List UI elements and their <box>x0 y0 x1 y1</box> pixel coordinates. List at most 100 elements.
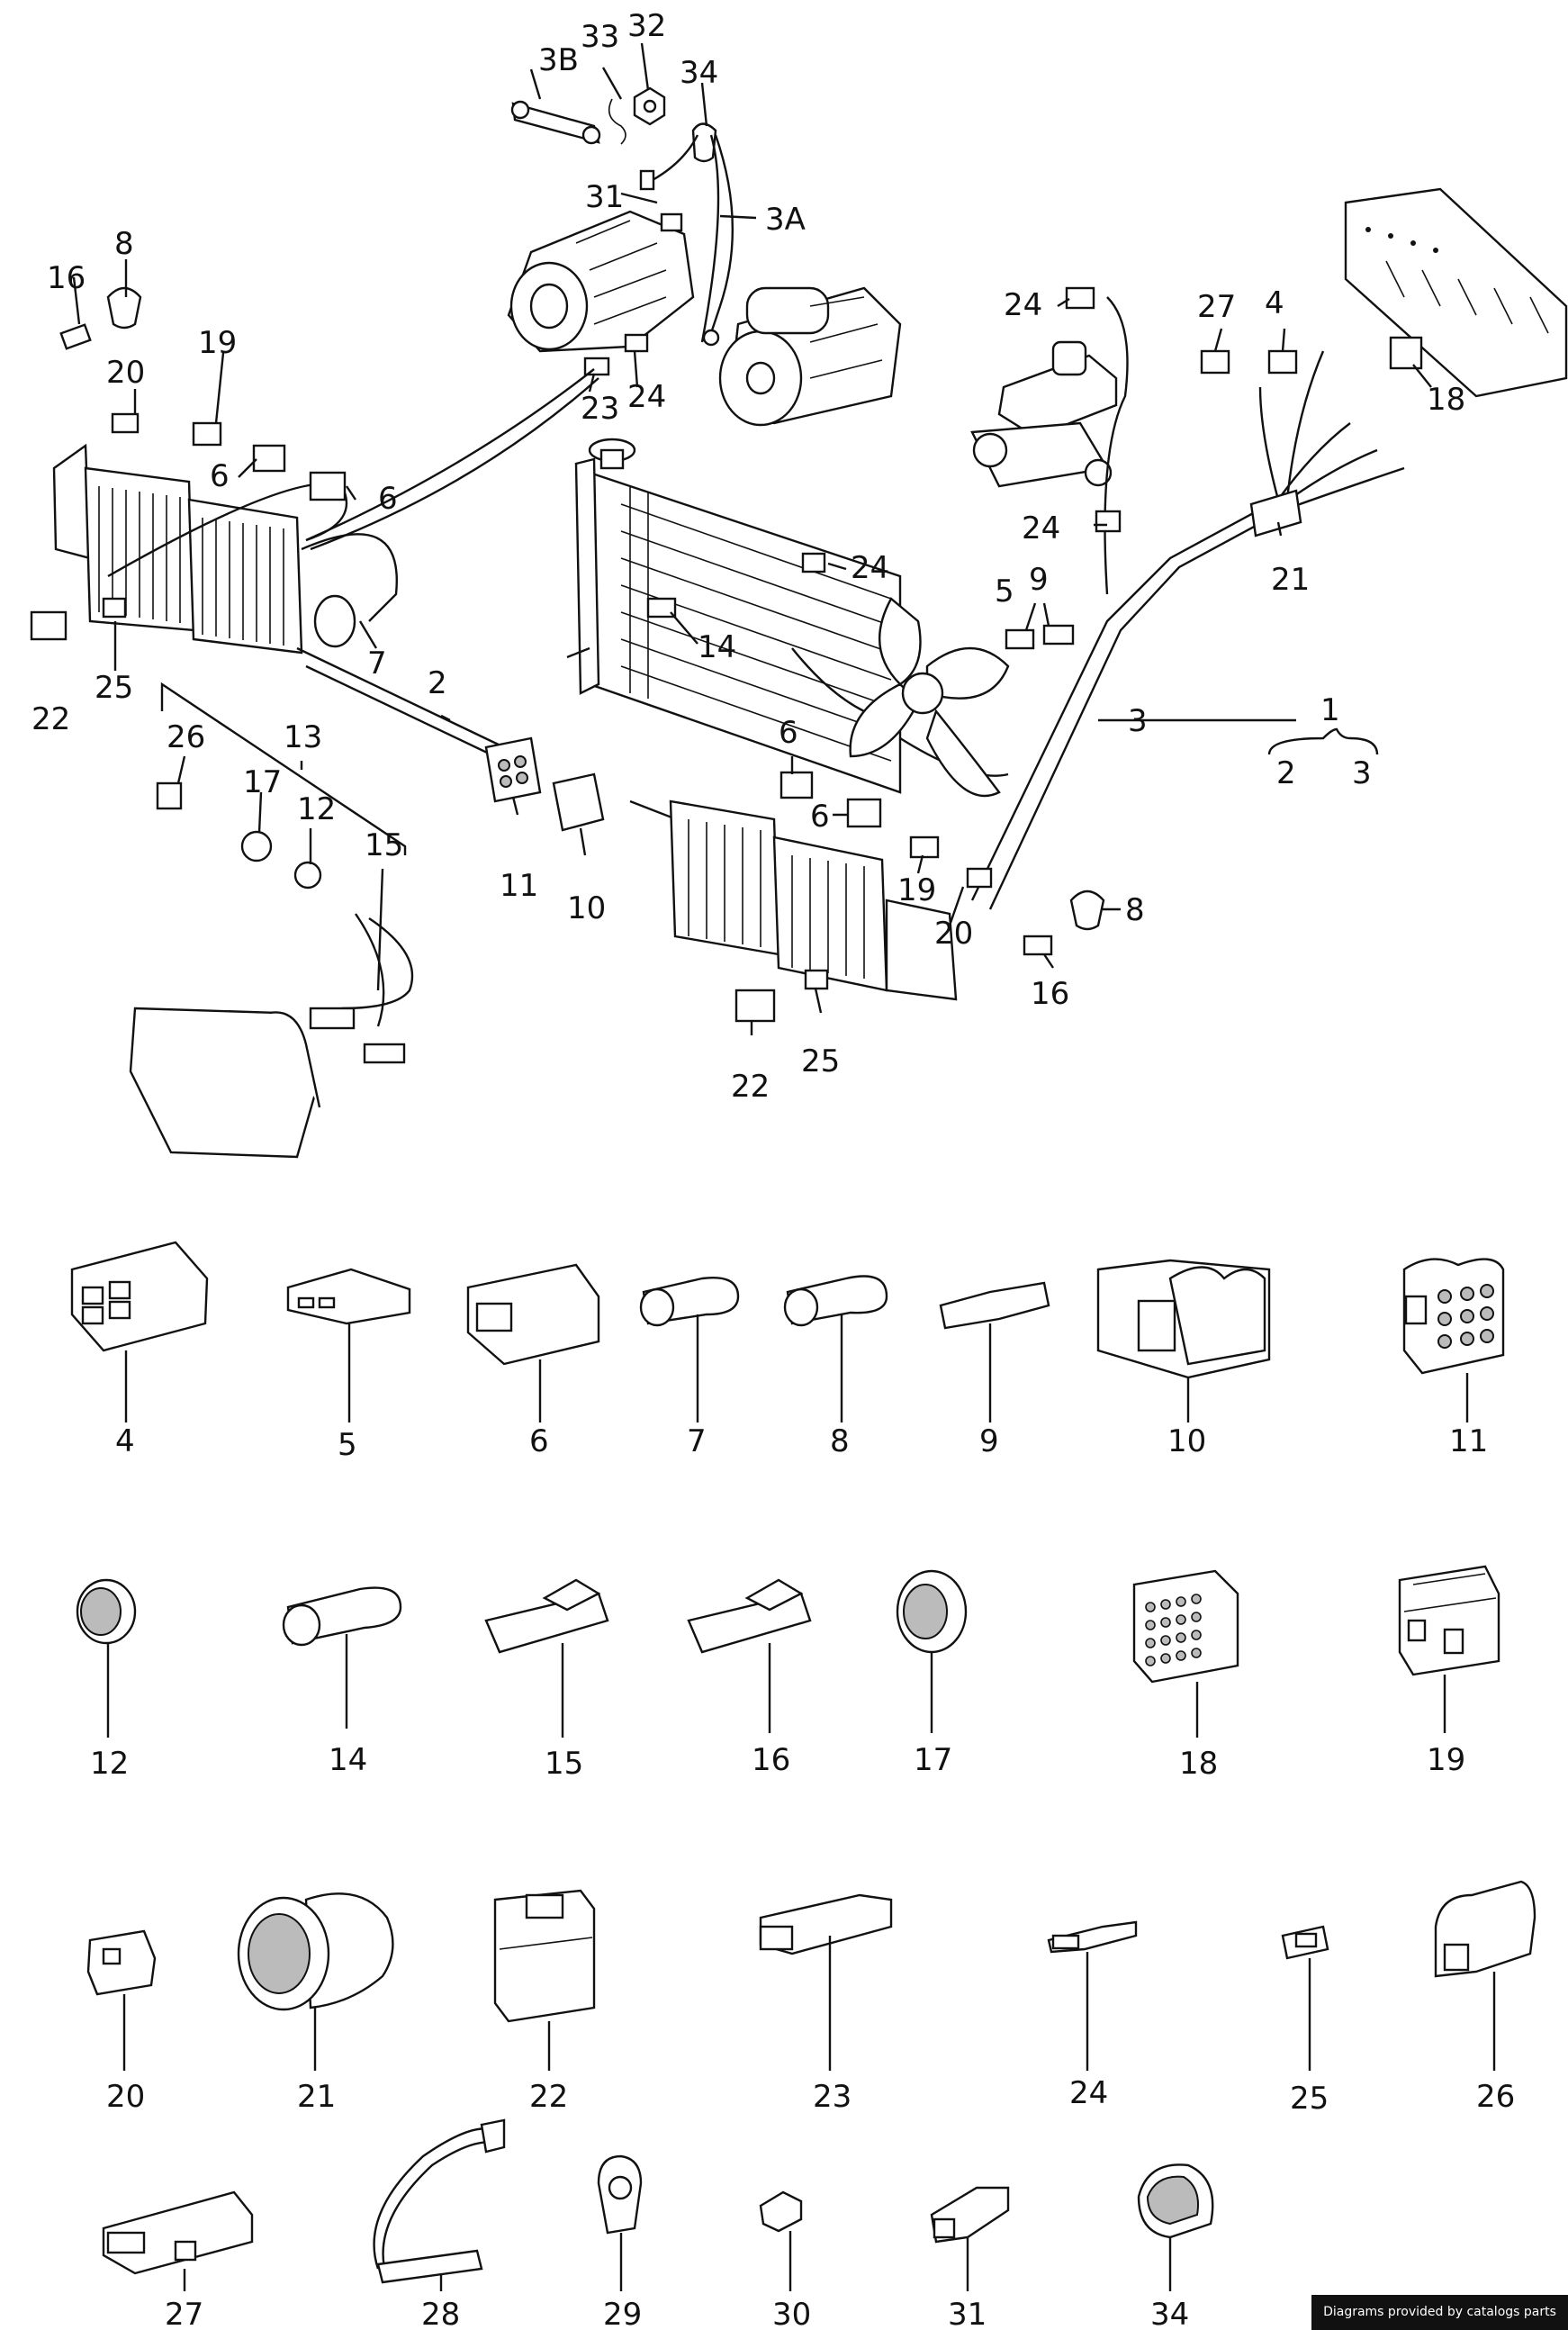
legend-part-5: 5 <box>286 1268 411 1463</box>
connector-19-left <box>192 421 222 447</box>
callout-6b-left: 6 <box>378 481 398 517</box>
legend-label-15: 15 <box>545 1746 583 1782</box>
callout-32: 32 <box>627 8 666 44</box>
legend-label-17: 17 <box>914 1742 952 1778</box>
legend-part-30: 30 <box>759 2190 811 2330</box>
legend-part-4: 4 <box>70 1241 209 1459</box>
callout-20-right: 20 <box>934 916 973 952</box>
legend-label-11: 11 <box>1449 1423 1488 1459</box>
legend-label-29: 29 <box>603 2297 642 2330</box>
callout-16-left: 16 <box>47 260 86 296</box>
callout-19-left: 19 <box>198 325 237 361</box>
legend-label-23: 23 <box>813 2079 852 2115</box>
legend-part-25: 25 <box>1281 1925 1329 2117</box>
connector-6b-left <box>309 471 347 501</box>
connector-24b <box>1095 510 1122 533</box>
legend-part-22: 22 <box>493 1889 596 2115</box>
fuse-relay-panel <box>1344 187 1568 398</box>
callout-labels: 3B 33 32 34 31 3A 8 16 19 20 6 6 23 24 7… <box>32 8 1465 1105</box>
legend-part-27: 27 <box>102 2190 254 2330</box>
connector-6b-right <box>846 798 882 828</box>
callout-15: 15 <box>365 827 403 863</box>
callout-6a-left: 6 <box>210 458 230 494</box>
legend-label-19: 19 <box>1427 1742 1465 1778</box>
legend-part-11: 11 <box>1402 1258 1505 1459</box>
connector-24a <box>1065 286 1095 310</box>
harness-wires <box>107 296 1405 910</box>
callout-16-right: 16 <box>1031 976 1069 1012</box>
legend-label-26: 26 <box>1476 2079 1515 2115</box>
connector-10-11-center <box>484 736 605 832</box>
callout-3b: 3B <box>538 42 579 78</box>
callout-6b-right: 6 <box>810 799 830 835</box>
connector-24 <box>624 333 649 353</box>
legend-label-14: 14 <box>329 1742 367 1778</box>
legend-part-24: 24 <box>1047 1920 1138 2111</box>
callout-25-right: 25 <box>801 1043 840 1079</box>
legend-part-21: 21 <box>237 1892 394 2115</box>
cooling-fan-illustration <box>849 597 1010 798</box>
callout-31: 31 <box>585 179 624 215</box>
connector-5 <box>1005 628 1035 650</box>
legend-part-18: 18 <box>1132 1569 1239 1782</box>
connector-25-left <box>102 597 127 619</box>
connector-26 <box>156 781 183 810</box>
callout-4: 4 <box>1265 285 1284 321</box>
connector-25-right <box>804 969 829 990</box>
callout-27: 27 <box>1197 289 1236 325</box>
legend-part-28: 28 <box>373 2118 506 2330</box>
brake-master-cylinder <box>970 340 1118 488</box>
legend-label-22: 22 <box>529 2079 568 2115</box>
callout-1: 1 <box>1320 692 1340 728</box>
legend-label-21: 21 <box>297 2079 336 2115</box>
legend-part-10: 10 <box>1096 1259 1271 1459</box>
callout-7: 7 <box>367 646 387 682</box>
legend-part-7: 7 <box>639 1277 740 1459</box>
legend-part-23: 23 <box>759 1893 893 2115</box>
connector-4 <box>1267 349 1298 375</box>
legend-part-15: 15 <box>484 1578 609 1782</box>
legend-part-16: 16 <box>687 1578 812 1778</box>
callout-3: 3 <box>1128 703 1148 739</box>
legend-label-9: 9 <box>979 1423 999 1459</box>
legend-part-14: 14 <box>282 1586 402 1778</box>
callout-11: 11 <box>500 868 538 904</box>
legend-part-8: 8 <box>783 1275 888 1459</box>
callout-12: 12 <box>297 791 336 827</box>
connector-18 <box>1389 336 1423 370</box>
callout-17: 17 <box>243 764 282 800</box>
connector-16-left <box>59 323 92 350</box>
callout-5: 5 <box>995 573 1014 610</box>
ground-strap-hardware <box>510 86 734 347</box>
connector-14 <box>646 597 677 619</box>
connector-19-right <box>909 835 940 859</box>
legend-label-30: 30 <box>772 2297 811 2330</box>
legend-label-7: 7 <box>687 1423 707 1459</box>
callout-24-rad: 24 <box>851 550 889 586</box>
legend-label-6: 6 <box>529 1423 549 1459</box>
left-headlight-assembly <box>52 443 398 655</box>
callout-22-left: 22 <box>32 701 70 737</box>
callout-22-right: 22 <box>731 1069 770 1105</box>
callout-6a-right: 6 <box>779 715 798 751</box>
harness-assembly: 3B 33 32 34 31 3A 8 16 19 20 6 6 23 24 7… <box>30 8 1568 1159</box>
parts-legend: 4 5 6 7 8 9 <box>70 1241 1536 2330</box>
legend-part-20: 20 <box>86 1929 157 2115</box>
legend-label-25: 25 <box>1290 2081 1329 2117</box>
legend-label-27: 27 <box>165 2297 203 2330</box>
connector-22-left <box>30 610 68 641</box>
legend-part-34: 34 <box>1137 2163 1214 2330</box>
callout-25-left: 25 <box>95 670 133 706</box>
leader-lines <box>72 42 1432 1035</box>
legend-label-18: 18 <box>1179 1746 1218 1782</box>
connector-27 <box>1200 349 1230 375</box>
legend-part-19: 19 <box>1398 1565 1500 1778</box>
callout-2: 2 <box>428 665 447 701</box>
connector-6a-right <box>779 771 814 799</box>
connector-6a-left <box>252 444 286 473</box>
diagram-credit-badge: Diagrams provided by catalogs parts <box>1311 2295 1568 2330</box>
callout-26: 26 <box>167 719 205 755</box>
legend-part-12: 12 <box>76 1578 137 1782</box>
callout-18: 18 <box>1427 382 1465 418</box>
callout-8-right: 8 <box>1125 892 1145 928</box>
